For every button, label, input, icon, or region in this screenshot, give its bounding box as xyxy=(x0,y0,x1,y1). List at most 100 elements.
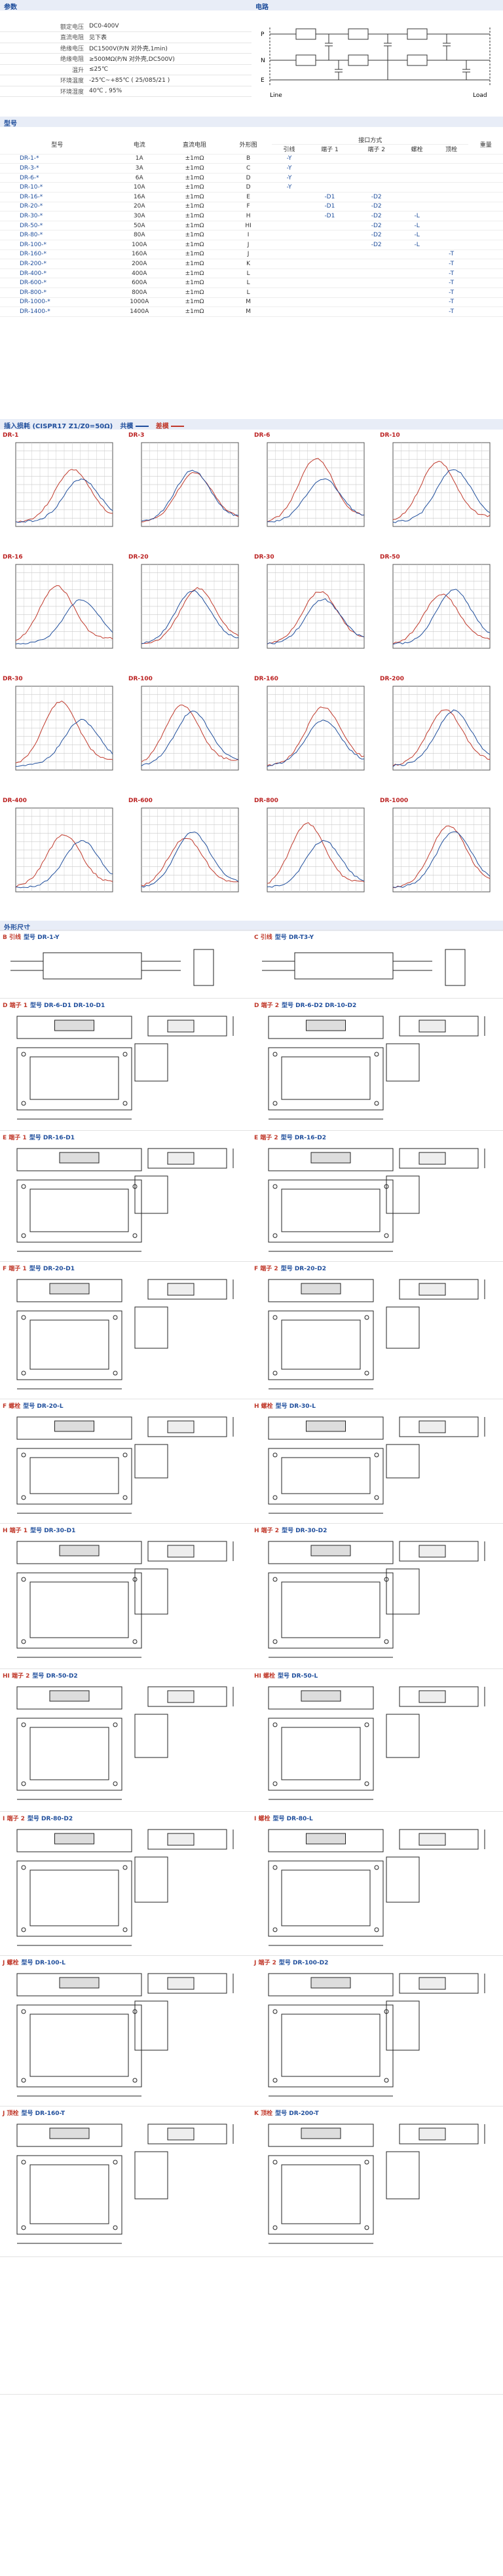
dimension-drawing: HI 螺栓型号 DR-50-L xyxy=(252,1671,503,1809)
common-mode-line xyxy=(141,710,239,767)
mechanical-drawing xyxy=(268,1829,485,1946)
drawing-model: 型号 DR-80-D2 xyxy=(27,1816,73,1822)
mechanical-drawing xyxy=(16,1829,234,1946)
plot-svg xyxy=(141,807,239,892)
dimension-drawing: F 螺栓型号 DR-20-L xyxy=(0,1401,252,1522)
plot-title: DR-100 xyxy=(128,676,153,682)
plot-title: DR-1 xyxy=(3,432,19,439)
insertion-loss-plot: DR-1 xyxy=(0,431,126,555)
models-header: 型号 xyxy=(0,117,503,128)
insertion-loss-plot: DR-3 xyxy=(126,431,252,555)
option-cell: -L xyxy=(400,211,434,221)
plot-svg xyxy=(392,807,491,892)
plot-title: DR-16 xyxy=(3,554,23,561)
row-separator xyxy=(0,998,503,999)
plot-title: DR-1000 xyxy=(380,798,409,804)
insertion-loss-plot: DR-6 xyxy=(252,431,377,555)
model-cell: DR-1-* xyxy=(0,154,115,164)
model-cell: DR-6-* xyxy=(0,173,115,183)
mechanical-drawing xyxy=(16,1541,234,1658)
plot-svg xyxy=(392,686,491,771)
model-cell: DR-10-* xyxy=(0,182,115,193)
model-row: DR-1400-* 1400A ±1mΩ M-T xyxy=(0,306,503,317)
mechanical-drawing xyxy=(16,1973,234,2097)
param-key: 额定电压 xyxy=(0,21,86,32)
drawing-tag: F 端子 1 xyxy=(3,1266,27,1272)
model-row: DR-800-* 800A ±1mΩ L-T xyxy=(0,287,503,298)
common-mode-line xyxy=(15,599,113,645)
common-mode-line xyxy=(392,469,491,523)
option-cell: -T xyxy=(434,306,469,317)
shape-cell: E xyxy=(225,192,272,202)
insertion-loss-plot: DR-20 xyxy=(126,553,252,677)
model-cell: DR-800-* xyxy=(0,287,115,298)
option-cell: -T xyxy=(434,297,469,308)
dimension-drawing: J 顶栓型号 DR-160-T xyxy=(0,2108,252,2253)
plot-svg xyxy=(267,442,365,527)
param-value: ≤25℃ xyxy=(86,64,252,75)
shape-cell: L xyxy=(225,268,272,279)
current-cell: 3A xyxy=(114,163,165,174)
weight-cell xyxy=(468,297,503,308)
plot-title: DR-3 xyxy=(128,432,145,439)
option-cell xyxy=(306,268,354,279)
diff-mode-line xyxy=(392,593,491,644)
drawing-model: 型号 DR-200-T xyxy=(275,2110,319,2117)
param-key: 环境湿度 xyxy=(0,86,86,97)
current-cell: 20A xyxy=(114,202,165,212)
option-cell xyxy=(272,221,307,231)
option-cell xyxy=(400,306,434,317)
param-row: 绝缘电压 DC1500V(P/N 对外壳,1min) xyxy=(0,43,252,54)
option-cell: -D2 xyxy=(353,211,400,221)
param-value: ≥500MΩ(P/N 对外壳,DC500V) xyxy=(86,53,252,65)
shape-cell: C xyxy=(225,163,272,174)
drawing-tag: F 端子 2 xyxy=(254,1266,278,1272)
common-mode-line xyxy=(15,839,113,889)
col-term1: 端子 1 xyxy=(306,144,354,155)
option-cell: -T xyxy=(434,287,469,298)
option-cell xyxy=(434,173,469,183)
insertion-loss-header: 插入损耗 (CISPR17 Z1/Z0=50Ω) 共模 差模 xyxy=(0,419,503,430)
drawing-tag: D 端子 1 xyxy=(3,1003,28,1009)
mechanical-drawing xyxy=(262,949,466,986)
current-cell: 1000A xyxy=(114,297,165,308)
option-cell xyxy=(400,249,434,260)
resistance-cell: ±1mΩ xyxy=(164,230,225,241)
row-separator xyxy=(0,1261,503,1262)
insertion-loss-plot: DR-1000 xyxy=(377,796,503,921)
shape-cell: D xyxy=(225,173,272,183)
plot-title: DR-600 xyxy=(128,798,153,804)
current-cell: 30A xyxy=(114,211,165,221)
plot-svg xyxy=(15,442,113,527)
option-cell xyxy=(434,221,469,231)
option-cell xyxy=(306,173,354,183)
circuit-e-label: E xyxy=(261,77,265,84)
plot-title: DR-20 xyxy=(128,554,149,561)
param-row: 环境温度 -25℃~+85℃ ( 25/085/21 ) xyxy=(0,75,252,86)
col-iface: 接口方式 xyxy=(272,135,469,145)
plot-svg xyxy=(267,807,365,892)
drawing-model: 型号 DR-30-D2 xyxy=(282,1528,327,1534)
legend-diff: 差模 xyxy=(155,423,169,430)
option-cell xyxy=(306,259,354,269)
resistance-cell: ±1mΩ xyxy=(164,240,225,250)
diff-mode-line xyxy=(393,460,491,520)
option-cell xyxy=(434,182,469,193)
option-cell xyxy=(353,287,400,298)
drawing-label: J 螺栓型号 DR-100-L xyxy=(3,1958,65,1967)
option-cell xyxy=(306,249,354,260)
circuit-line-label: Line xyxy=(270,92,282,99)
param-row: 直流电阻 见下表 xyxy=(0,31,252,43)
dimension-drawing: H 螺栓型号 DR-30-L xyxy=(252,1401,503,1522)
resistance-cell: ±1mΩ xyxy=(164,306,225,317)
weight-cell xyxy=(468,221,503,231)
drawing-label: I 螺栓型号 DR-80-L xyxy=(254,1814,313,1823)
option-cell xyxy=(353,163,400,174)
option-cell xyxy=(400,268,434,279)
drawing-model: 型号 DR-30-D1 xyxy=(30,1528,76,1534)
option-cell xyxy=(272,259,307,269)
mechanical-drawing xyxy=(16,1279,234,1389)
drawing-model: 型号 DR-16-D2 xyxy=(280,1135,326,1141)
mechanical-drawing xyxy=(16,1016,234,1120)
